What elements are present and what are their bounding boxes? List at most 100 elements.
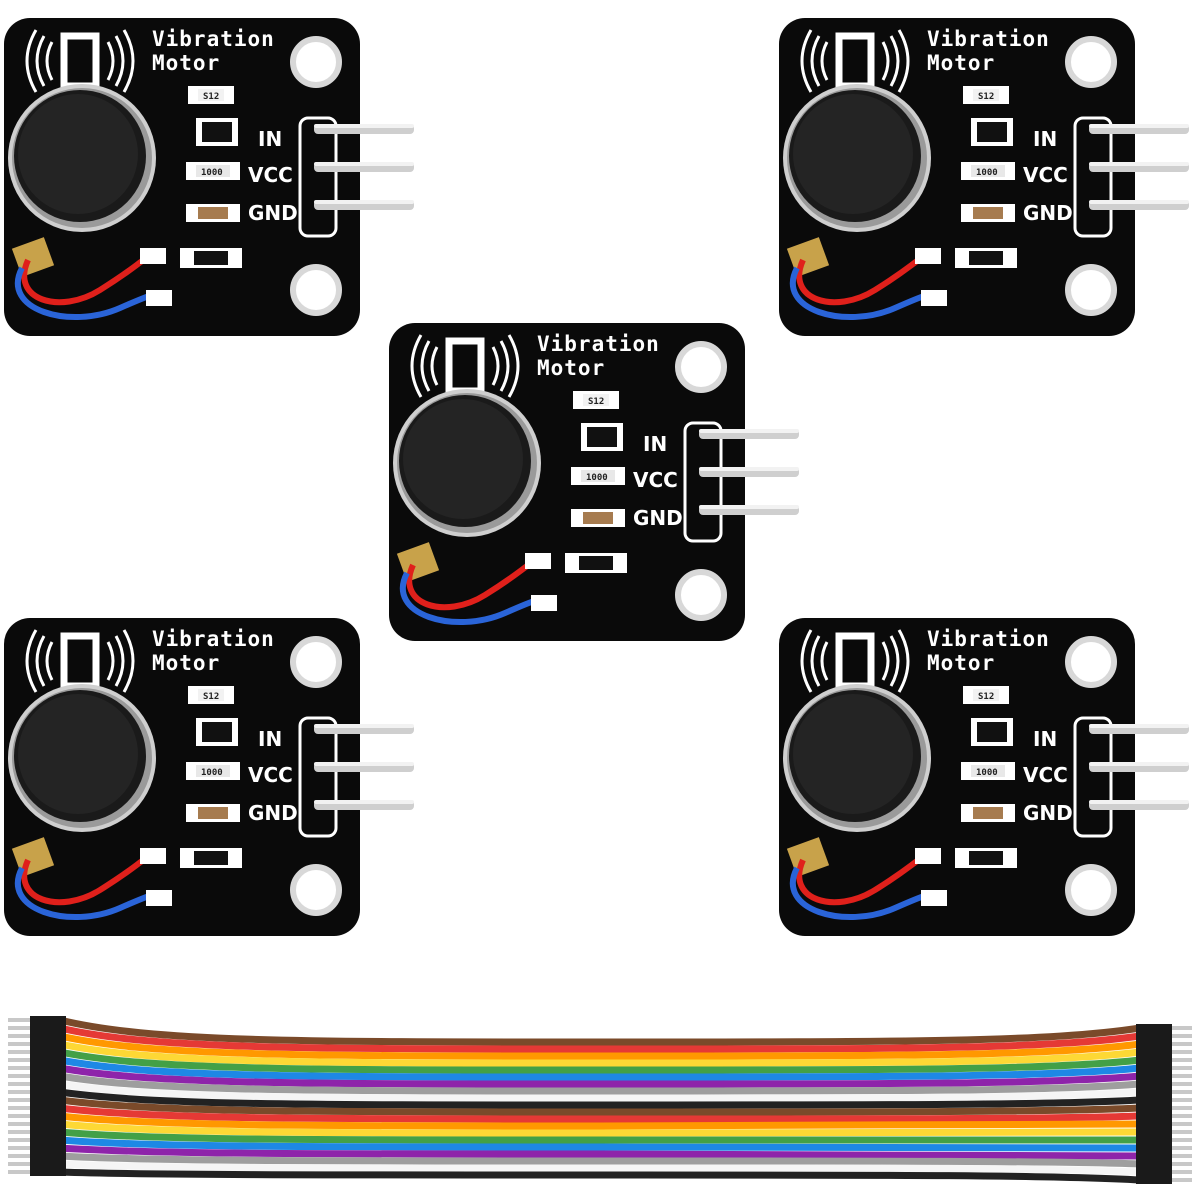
dupont-connector-left	[30, 1120, 66, 1128]
solder-pad	[146, 890, 172, 906]
jumper-wire	[59, 1120, 1141, 1137]
male-pin	[8, 1066, 30, 1070]
svg-text:1000: 1000	[201, 168, 223, 178]
transistor	[581, 423, 623, 451]
pin-label-in: IN	[258, 127, 282, 151]
pin-label-in: IN	[643, 432, 667, 456]
male-pin	[8, 1074, 30, 1078]
jumper-wire	[59, 1064, 1141, 1088]
header-pin	[1089, 162, 1189, 172]
dupont-connector-left	[30, 1032, 66, 1040]
module-title-line1: Vibration	[537, 332, 660, 356]
smd-chip: S12	[963, 86, 1009, 104]
pin-label-gnd: GND	[1023, 201, 1073, 225]
solder-pad	[525, 553, 551, 569]
dupont-connector-right	[1136, 1040, 1172, 1048]
vibration-icon	[800, 629, 910, 693]
solder-pad	[915, 248, 941, 264]
mounting-hole	[290, 864, 342, 916]
jumper-wire	[59, 1040, 1141, 1067]
dupont-connector-right	[1136, 1056, 1172, 1064]
male-pin	[8, 1058, 30, 1062]
jumper-wire	[59, 1048, 1141, 1074]
dupont-connector-left	[30, 1024, 66, 1032]
dupont-connector-right	[1136, 1136, 1172, 1144]
pin-label-vcc: VCC	[248, 763, 293, 787]
pin-header-outline	[1073, 116, 1113, 238]
solder-pad	[921, 290, 947, 306]
header-pin	[699, 505, 799, 515]
svg-text:1000: 1000	[976, 168, 998, 178]
dupont-connector-right	[1136, 1048, 1172, 1056]
mounting-hole	[1065, 636, 1117, 688]
mounting-hole	[290, 636, 342, 688]
pin-label-vcc: VCC	[633, 468, 678, 492]
male-pin	[8, 1154, 30, 1158]
dupont-connector-left	[30, 1152, 66, 1160]
jumper-wire	[59, 1160, 1141, 1176]
header-pin	[314, 724, 414, 734]
male-pin	[1172, 1066, 1192, 1070]
male-pin	[1172, 1098, 1192, 1102]
smd-diode	[565, 553, 627, 573]
module-title-line2: Motor	[927, 651, 995, 675]
smd-capacitor	[186, 804, 240, 822]
dupont-connector-right	[1136, 1088, 1172, 1096]
svg-text:S12: S12	[588, 397, 604, 407]
male-pin	[8, 1170, 30, 1174]
dupont-connector-right	[1136, 1112, 1172, 1120]
module-center: Vibration Motor S12 1000 IN VCC GND	[385, 315, 825, 655]
coin-vibration-motor	[393, 389, 541, 537]
mounting-hole	[1065, 864, 1117, 916]
male-pin	[8, 1082, 30, 1086]
solder-pad	[140, 848, 166, 864]
pin-label-gnd: GND	[248, 801, 298, 825]
dupont-connector-right	[1136, 1032, 1172, 1040]
male-pin	[1172, 1074, 1192, 1078]
male-pin	[1172, 1146, 1192, 1150]
jumper-wire	[59, 1080, 1141, 1102]
mounting-hole	[290, 264, 342, 316]
dupont-jumper-cable	[8, 1016, 1192, 1184]
pin-header-outline	[683, 421, 723, 543]
male-pin	[8, 1114, 30, 1118]
smd-diode	[955, 848, 1017, 868]
module-title-line1: Vibration	[927, 27, 1050, 51]
smd-chip: S12	[188, 686, 234, 704]
jumper-wire	[59, 1104, 1141, 1123]
svg-text:1000: 1000	[586, 473, 608, 483]
male-pin	[8, 1098, 30, 1102]
male-pin	[1172, 1130, 1192, 1134]
jumper-wire	[59, 1032, 1141, 1060]
module-top-left: Vibration Motor S12 1000 IN VCC GND	[0, 10, 440, 350]
coin-vibration-motor	[783, 84, 931, 232]
dupont-connector-left	[30, 1144, 66, 1152]
svg-text:S12: S12	[203, 692, 219, 702]
smd-chip: S12	[573, 391, 619, 409]
male-pin	[8, 1026, 30, 1030]
jumper-wire	[59, 1168, 1141, 1184]
mounting-hole	[1065, 264, 1117, 316]
male-pin	[1172, 1178, 1192, 1182]
dupont-connector-left	[30, 1168, 66, 1176]
header-pin	[1089, 124, 1189, 134]
jumper-wire	[59, 1072, 1141, 1095]
dupont-connector-left	[30, 1080, 66, 1088]
module-title-line1: Vibration	[927, 627, 1050, 651]
smd-resistor: 1000	[961, 162, 1015, 180]
male-pin	[1172, 1106, 1192, 1110]
mounting-hole	[1065, 36, 1117, 88]
smd-capacitor	[186, 204, 240, 222]
male-pin	[1172, 1162, 1192, 1166]
male-pin	[8, 1018, 30, 1022]
svg-text:1000: 1000	[201, 768, 223, 778]
dupont-connector-right	[1136, 1128, 1172, 1136]
dupont-connector-right	[1136, 1064, 1172, 1072]
male-pin	[8, 1042, 30, 1046]
male-pin	[8, 1050, 30, 1054]
male-pin	[1172, 1034, 1192, 1038]
smd-resistor: 1000	[186, 162, 240, 180]
dupont-connector-left	[30, 1088, 66, 1096]
pin-label-in: IN	[1033, 127, 1057, 151]
male-pin	[8, 1138, 30, 1142]
